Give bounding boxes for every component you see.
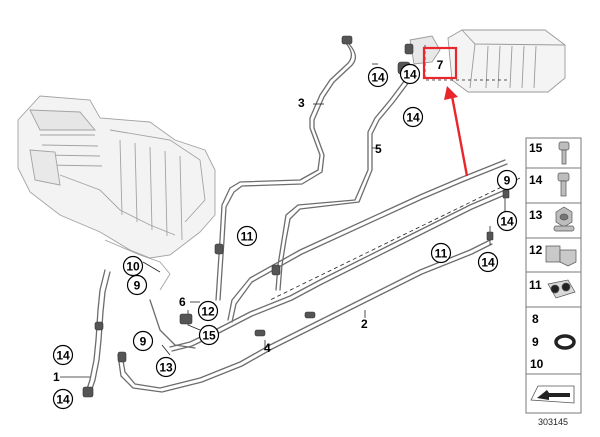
bolt-short-icon: [557, 172, 570, 197]
callout-9[interactable]: 9: [496, 169, 518, 191]
callout-14[interactable]: 14: [52, 388, 74, 410]
svg-text:11: 11: [529, 278, 542, 292]
callout-12[interactable]: 12: [197, 300, 219, 322]
legend-item-15[interactable]: 15: [529, 141, 570, 165]
legend-item-14[interactable]: 14: [529, 172, 570, 197]
svg-text:14: 14: [500, 214, 514, 228]
legend-item-11[interactable]: 11: [529, 278, 576, 299]
svg-text:14: 14: [406, 110, 420, 124]
part-label-3: 3: [298, 96, 305, 110]
callout-15[interactable]: 15: [198, 324, 220, 346]
callout-14[interactable]: 14: [402, 106, 424, 128]
svg-text:14: 14: [403, 67, 417, 81]
highlight-arrow: [444, 86, 469, 177]
legend-item-8[interactable]: 8: [532, 312, 539, 326]
diagram-code: 303145: [538, 417, 568, 427]
svg-text:14: 14: [371, 70, 385, 84]
svg-text:14: 14: [56, 348, 70, 362]
callout-11[interactable]: 11: [430, 242, 452, 264]
callout-14[interactable]: 14: [496, 210, 518, 232]
svg-text:9: 9: [504, 173, 511, 187]
callout-9[interactable]: 9: [126, 274, 148, 296]
svg-text:9: 9: [532, 335, 539, 349]
callout-14[interactable]: 14: [52, 344, 74, 366]
svg-text:12: 12: [201, 304, 215, 318]
svg-text:14: 14: [481, 255, 495, 269]
hvac-unit-illustration: [17, 95, 216, 291]
callout-14[interactable]: 14: [367, 66, 389, 88]
svg-text:10: 10: [530, 357, 544, 371]
refrigerant-lines: [85, 41, 508, 393]
part-label-5: 5: [375, 142, 382, 156]
direction-arrow-icon: [530, 385, 575, 404]
svg-text:13: 13: [159, 360, 173, 374]
svg-text:14: 14: [529, 173, 543, 187]
highlight-box: [422, 46, 458, 80]
svg-text:10: 10: [126, 259, 140, 273]
svg-text:15: 15: [202, 328, 216, 342]
svg-text:11: 11: [435, 246, 448, 260]
pipe-clip-icon: [547, 279, 576, 299]
svg-text:9: 9: [134, 278, 141, 292]
callout-13[interactable]: 13: [155, 356, 177, 378]
part-7-highlight[interactable]: 7: [422, 46, 458, 80]
svg-text:8: 8: [532, 312, 539, 326]
svg-text:11: 11: [241, 229, 254, 243]
nut-collar-icon: [553, 206, 575, 232]
legend-item-13[interactable]: 13: [529, 206, 575, 232]
svg-text:9: 9: [140, 334, 147, 348]
part-label-4: 4: [264, 341, 271, 355]
svg-text:13: 13: [529, 208, 543, 222]
legend-item-10[interactable]: 10: [530, 357, 544, 371]
evaporator-housing-illustration: [409, 29, 566, 93]
part-label-6: 6: [179, 295, 186, 309]
callout-14[interactable]: 14: [477, 251, 499, 273]
legend-item-12[interactable]: 12: [529, 243, 577, 267]
o-ring-icon: [554, 334, 576, 350]
legend-item-9[interactable]: 9: [532, 334, 576, 350]
parts-legend: 15 14 13 12: [525, 137, 582, 414]
bracket-clip-icon: [545, 245, 577, 267]
svg-text:14: 14: [56, 392, 70, 406]
callout-9[interactable]: 9: [132, 330, 154, 352]
callout-14[interactable]: 14: [399, 63, 421, 85]
svg-text:15: 15: [529, 141, 543, 155]
svg-text:12: 12: [529, 243, 543, 257]
part-label-1: 1: [53, 370, 60, 384]
callout-10[interactable]: 10: [122, 255, 144, 277]
callout-11[interactable]: 11: [236, 225, 258, 247]
part-7-label: 7: [437, 58, 444, 72]
part-label-2: 2: [361, 317, 368, 331]
bolt-long-icon: [558, 141, 570, 165]
